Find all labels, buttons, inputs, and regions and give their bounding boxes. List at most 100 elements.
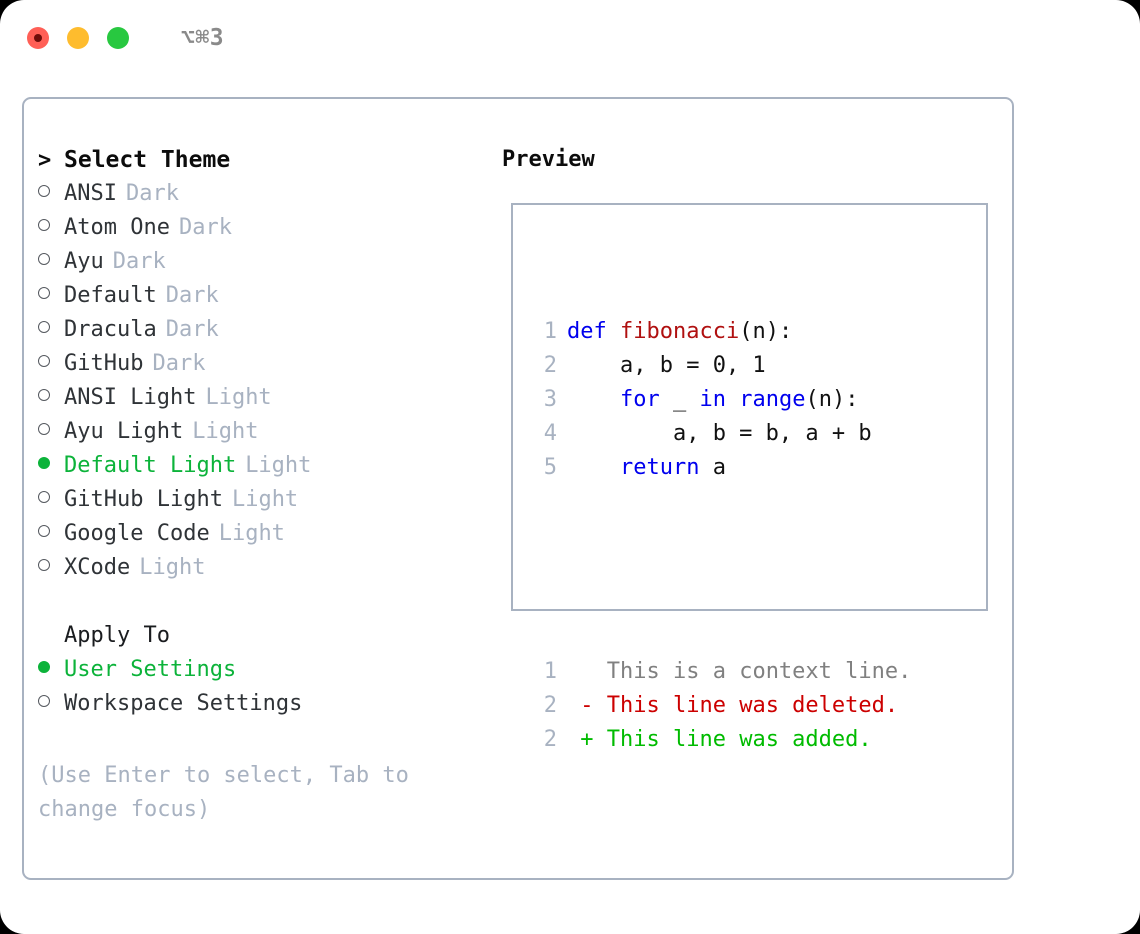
radio-unselected-icon[interactable]: [38, 181, 64, 206]
radio-selected-icon[interactable]: [38, 657, 64, 682]
diff-sign: [567, 659, 607, 684]
diff-sign: +: [567, 727, 607, 752]
radio-selected-icon[interactable]: [38, 453, 64, 478]
theme-variant-tag: Light: [245, 453, 312, 478]
close-button[interactable]: [27, 27, 49, 49]
radio-unselected-icon[interactable]: [38, 419, 64, 444]
radio-unselected-icon[interactable]: [38, 215, 64, 240]
radio-dot: [38, 423, 50, 435]
line-number: 4: [543, 421, 557, 446]
theme-name: Atom One: [64, 215, 170, 240]
theme-variant-tag: Dark: [125, 181, 179, 206]
radio-dot: [38, 253, 50, 265]
radio-dot: [38, 457, 50, 469]
theme-variant-tag: Dark: [178, 215, 232, 240]
apply-to-label: Workspace Settings: [64, 691, 303, 716]
theme-name: ANSI: [64, 181, 117, 206]
code-token: a, b = 0, 1: [567, 353, 766, 378]
code-token: fibonacci: [619, 319, 740, 344]
radio-unselected-icon[interactable]: [38, 487, 64, 512]
diff-text: This line was deleted.: [606, 693, 899, 718]
theme-name: XCode: [64, 555, 131, 580]
line-number: 2: [543, 353, 557, 378]
line-number: 1: [543, 659, 557, 684]
theme-variant-tag: Dark: [112, 249, 166, 274]
keyboard-shortcut-label: ⌥⌘3: [181, 25, 225, 51]
theme-list-item[interactable]: Ayu Light Light: [38, 419, 488, 453]
line-number: 2: [543, 693, 557, 718]
code-token: in: [699, 387, 726, 412]
theme-name: Ayu Light: [64, 419, 184, 444]
line-number: 5: [543, 455, 557, 480]
radio-dot: [38, 389, 50, 401]
line-number: 3: [543, 387, 557, 412]
theme-name: Dracula: [64, 317, 157, 342]
code-token: [567, 387, 620, 412]
preview-title: Preview: [502, 147, 595, 172]
radio-dot: [38, 559, 50, 571]
radio-unselected-icon[interactable]: [38, 555, 64, 580]
theme-name: Google Code: [64, 521, 210, 546]
theme-name: GitHub: [64, 351, 144, 376]
radio-unselected-icon[interactable]: [38, 317, 64, 342]
radio-unselected-icon[interactable]: [38, 249, 64, 274]
theme-variant-tag: Dark: [152, 351, 206, 376]
code-token: (n):: [805, 387, 859, 412]
radio-dot: [38, 695, 50, 707]
minimize-button[interactable]: [67, 27, 89, 49]
apply-to-option[interactable]: Workspace Settings: [38, 691, 488, 725]
traffic-lights: [27, 27, 129, 49]
diff-text: This is a context line.: [606, 659, 912, 684]
radio-unselected-icon[interactable]: [38, 385, 64, 410]
diff-line: 2 - This line was deleted.: [531, 689, 911, 723]
code-token: def: [567, 319, 620, 344]
maximize-button[interactable]: [107, 27, 129, 49]
select-theme-title: Select Theme: [64, 147, 231, 173]
theme-variant-tag: Light: [231, 487, 299, 512]
code-line: 5 return a: [531, 451, 911, 485]
radio-dot: [38, 661, 50, 673]
radio-unselected-icon[interactable]: [38, 691, 64, 716]
theme-list-item[interactable]: Default Light Light: [38, 453, 488, 487]
radio-dot: [38, 321, 50, 333]
theme-variant-tag: Dark: [165, 317, 219, 342]
theme-name: Default Light: [64, 453, 237, 478]
diff-line: 2 + This line was added.: [531, 723, 911, 757]
radio-unselected-icon[interactable]: [38, 351, 64, 376]
code-line: 2 a, b = 0, 1: [531, 349, 911, 383]
diff-sign: -: [567, 693, 607, 718]
apply-to-label: User Settings: [64, 657, 237, 682]
code-token: a: [699, 455, 726, 480]
select-theme-header: > Select Theme: [38, 147, 488, 181]
radio-dot: [38, 355, 50, 367]
code-line: 3 for _ in range(n):: [531, 383, 911, 417]
theme-list-item[interactable]: Dracula Dark: [38, 317, 488, 351]
apply-to-option[interactable]: User Settings: [38, 657, 488, 691]
code-token: [567, 455, 620, 480]
list-spacer: [38, 589, 488, 623]
theme-variant-tag: Light: [192, 419, 259, 444]
theme-list-item[interactable]: GitHub Dark: [38, 351, 488, 385]
theme-list-item[interactable]: ANSI Dark: [38, 181, 488, 215]
apply-to-title: Apply To: [64, 623, 170, 648]
diff-sample: 1 This is a context line.2 - This line w…: [531, 655, 912, 757]
radio-unselected-icon[interactable]: [38, 521, 64, 546]
code-token: for: [619, 387, 660, 412]
radio-unselected-icon[interactable]: [38, 283, 64, 308]
radio-dot: [38, 287, 50, 299]
diff-line: 1 This is a context line.: [531, 655, 912, 689]
title-bar: ⌥⌘3: [0, 0, 1140, 76]
theme-list-item[interactable]: Atom One Dark: [38, 215, 488, 249]
